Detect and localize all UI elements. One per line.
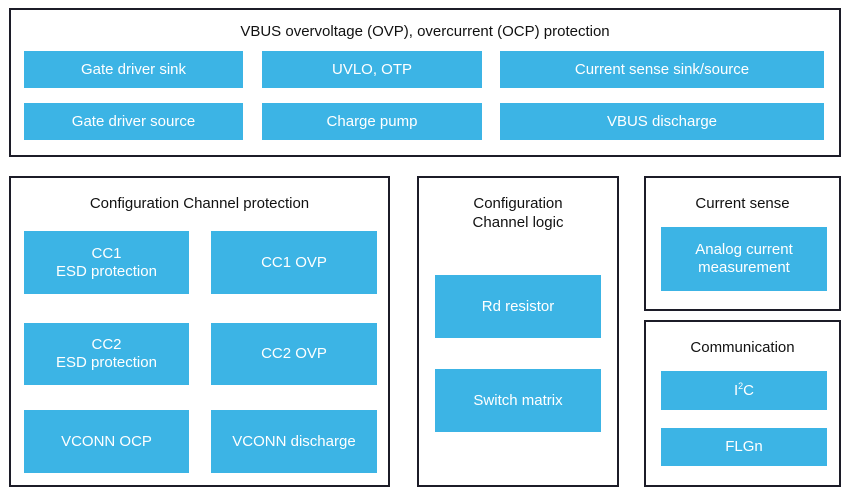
charge-pump-block: Charge pump	[262, 103, 482, 140]
cc-protection-title: Configuration Channel protection	[89, 195, 310, 212]
vbus-protection-title: VBUS overvoltage (OVP), overcurrent (OCP…	[240, 23, 610, 40]
gate-driver-sink-block: Gate driver sink	[24, 51, 243, 88]
vbus-protection-panel: VBUS overvoltage (OVP), overcurrent (OCP…	[9, 8, 841, 157]
flgn-block: FLGn	[661, 428, 827, 466]
cc2-esd-protection-block: CC2 ESD protection	[24, 323, 189, 385]
uvlo-otp-block: UVLO, OTP	[262, 51, 482, 88]
i2c-block: I2C	[661, 371, 827, 410]
switch-matrix-block: Switch matrix	[435, 369, 601, 432]
cc2-ovp-block: CC2 OVP	[211, 323, 377, 385]
i2c-label: I2C	[733, 380, 755, 399]
cc-logic-title: Configuration Channel logic	[472, 195, 564, 231]
communication-title: Communication	[690, 339, 795, 356]
analog-current-measurement-block: Analog current measurement	[661, 227, 827, 291]
gate-driver-source-block: Gate driver source	[24, 103, 243, 140]
cc-protection-panel: Configuration Channel protection CC1 ESD…	[9, 176, 390, 487]
communication-panel: Communication I2C FLGn	[644, 320, 841, 487]
cc1-ovp-block: CC1 OVP	[211, 231, 377, 294]
rd-resistor-block: Rd resistor	[435, 275, 601, 338]
current-sense-title: Current sense	[695, 195, 790, 212]
current-sense-sink-source-block: Current sense sink/source	[500, 51, 824, 88]
vbus-discharge-block: VBUS discharge	[500, 103, 824, 140]
cc1-esd-protection-block: CC1 ESD protection	[24, 231, 189, 294]
current-sense-panel: Current sense Analog current measurement	[644, 176, 841, 311]
vconn-ocp-block: VCONN OCP	[24, 410, 189, 473]
cc-logic-panel: Configuration Channel logic Rd resistor …	[417, 176, 619, 487]
vconn-discharge-block: VCONN discharge	[211, 410, 377, 473]
